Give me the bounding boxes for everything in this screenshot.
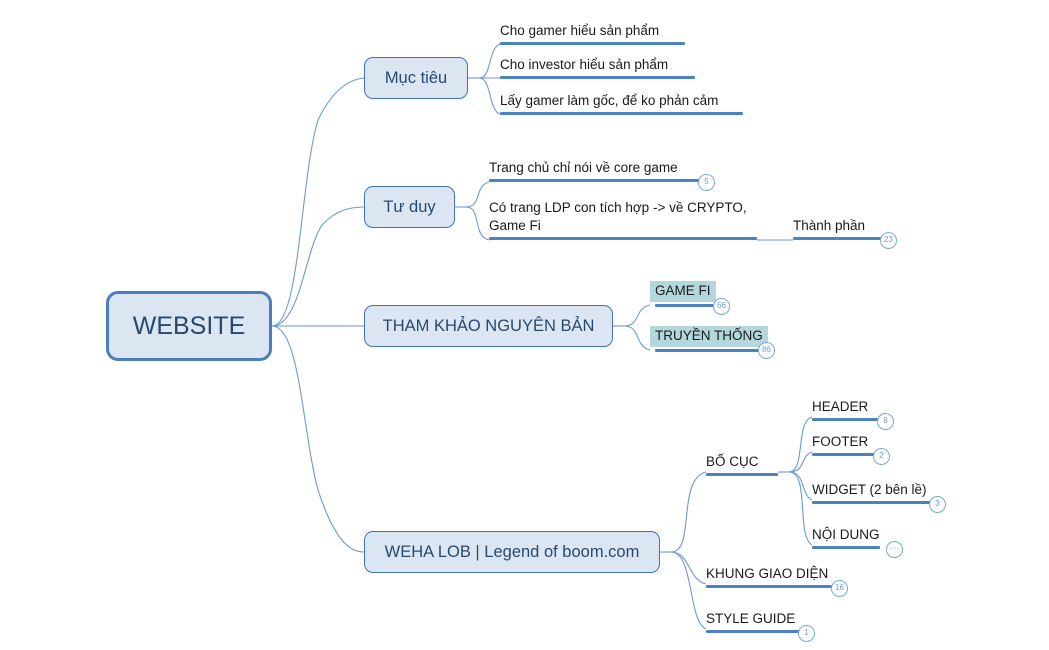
leaf-label: Thành phần (793, 218, 866, 234)
leaf-label: HEADER (812, 399, 869, 415)
wire-weha-style (670, 551, 707, 630)
leaf-underline (500, 41, 685, 45)
wire-bc-header (788, 416, 813, 473)
branch-label: WEHA LOB | Legend of boom.com (384, 542, 640, 561)
leaf-cho-gamer-hieu-san-pham[interactable]: Cho gamer hiểu sản phẩm (500, 16, 685, 45)
leaf-label: TRUYỀN THỐNG (650, 326, 768, 347)
badge-count[interactable]: 8 (877, 413, 894, 430)
wire-root-tuduy (271, 206, 365, 327)
leaf-underline (812, 417, 880, 421)
leaf-label: KHUNG GIAO DIỆN (706, 566, 829, 582)
leaf-cho-investor-hieu-san-pham[interactable]: Cho investor hiểu sản phẩm (500, 50, 695, 79)
branch-node-tu-duy[interactable]: Tư duy (364, 186, 455, 228)
leaf-label: Cho gamer hiểu sản phẩm (500, 23, 660, 39)
leaf-underline (812, 545, 880, 549)
leaf-underline (500, 75, 695, 79)
leaf-label: WIDGET (2 bên lề) (812, 482, 927, 498)
leaf-header[interactable]: HEADER (812, 394, 880, 421)
leaf-underline (812, 500, 932, 504)
branch-label: THAM KHẢO NGUYÊN BẢN (382, 316, 595, 335)
leaf-underline (500, 111, 743, 115)
leaf-lay-gamer-lam-goc[interactable]: Lấy gamer làm gốc, để ko phản cảm (500, 86, 743, 115)
wire-mt-1 (478, 43, 501, 79)
branch-label: Mục tiêu (384, 68, 448, 87)
leaf-label: Lấy gamer làm gốc, để ko phản cảm (500, 93, 719, 109)
badge-count[interactable]: 16 (831, 580, 848, 597)
leaf-label: FOOTER (812, 434, 869, 450)
leaf-label: STYLE GUIDE (706, 611, 796, 627)
leaf-widget-2-ben-le[interactable]: WIDGET (2 bên lề) (812, 477, 932, 504)
leaf-label: Trang chủ chỉ nói về core game (489, 160, 678, 176)
leaf-underline (793, 236, 885, 240)
leaf-underline (706, 472, 778, 476)
leaf-thanh-phan[interactable]: Thành phần (793, 211, 885, 240)
badge-count[interactable]: 1 (798, 625, 815, 642)
wire-root-muctieu (271, 77, 365, 327)
wire-mt-3 (478, 77, 501, 115)
badge-count[interactable]: 23 (880, 232, 897, 249)
leaf-label: Có trang LDP con tích hợp -> về CRYPTO, … (489, 200, 747, 234)
leaf-game-fi[interactable]: GAME FI (650, 278, 718, 307)
leaf-underline (489, 236, 757, 240)
wire-bc-noidung (788, 471, 813, 546)
wire-weha-khung (670, 551, 707, 585)
root-node-label: WEBSITE (132, 311, 246, 340)
leaf-style-guide[interactable]: STYLE GUIDE (706, 606, 803, 633)
leaf-noi-dung[interactable]: NỘI DUNG (812, 522, 880, 549)
leaf-underline (655, 348, 763, 352)
wire-bc-footer (788, 451, 813, 473)
leaf-underline (655, 303, 718, 307)
badge-count[interactable]: 2 (873, 448, 890, 465)
leaf-underline (489, 178, 703, 182)
leaf-label: NỘI DUNG (812, 527, 880, 543)
leaf-label: Cho investor hiểu sản phẩm (500, 57, 669, 73)
leaf-trang-chu-core-game[interactable]: Trang chủ chỉ nói về core game (489, 153, 703, 182)
leaf-underline (812, 452, 876, 456)
badge-count[interactable]: 3 (929, 496, 946, 513)
wire-tk-2 (623, 325, 651, 351)
leaf-label: BỐ CỤC (706, 454, 759, 470)
leaf-khung-giao-dien[interactable]: KHUNG GIAO DIỆN (706, 561, 834, 588)
badge-count[interactable]: 66 (713, 298, 730, 315)
badge-count[interactable]: 5 (698, 174, 715, 191)
badge-count[interactable]: … (886, 541, 903, 558)
branch-node-weha-lob[interactable]: WEHA LOB | Legend of boom.com (364, 531, 660, 573)
leaf-bo-cuc[interactable]: BỐ CỤC (706, 449, 778, 476)
badge-count[interactable]: 86 (758, 342, 775, 359)
wire-tk-1 (623, 304, 651, 327)
branch-label: Tư duy (383, 197, 436, 216)
wire-root-weha (271, 325, 365, 553)
wire-td-1 (465, 181, 490, 208)
leaf-underline (706, 584, 834, 588)
leaf-label: GAME FI (650, 281, 716, 302)
leaf-trang-ldp-crypto-gamefi[interactable]: Có trang LDP con tích hợp -> về CRYPTO, … (489, 190, 757, 240)
branch-node-tham-khao-nguyen-ban[interactable]: THAM KHẢO NGUYÊN BẢN (364, 305, 613, 347)
root-node-website[interactable]: WEBSITE (106, 291, 272, 361)
wire-td-2 (465, 206, 490, 241)
leaf-footer[interactable]: FOOTER (812, 429, 876, 456)
leaf-underline (706, 629, 803, 633)
branch-node-muc-tieu[interactable]: Mục tiêu (364, 57, 468, 99)
wire-weha-bocuc (670, 471, 707, 553)
leaf-truyen-thong[interactable]: TRUYỀN THỐNG (650, 323, 768, 352)
wire-bc-widget (788, 471, 813, 501)
